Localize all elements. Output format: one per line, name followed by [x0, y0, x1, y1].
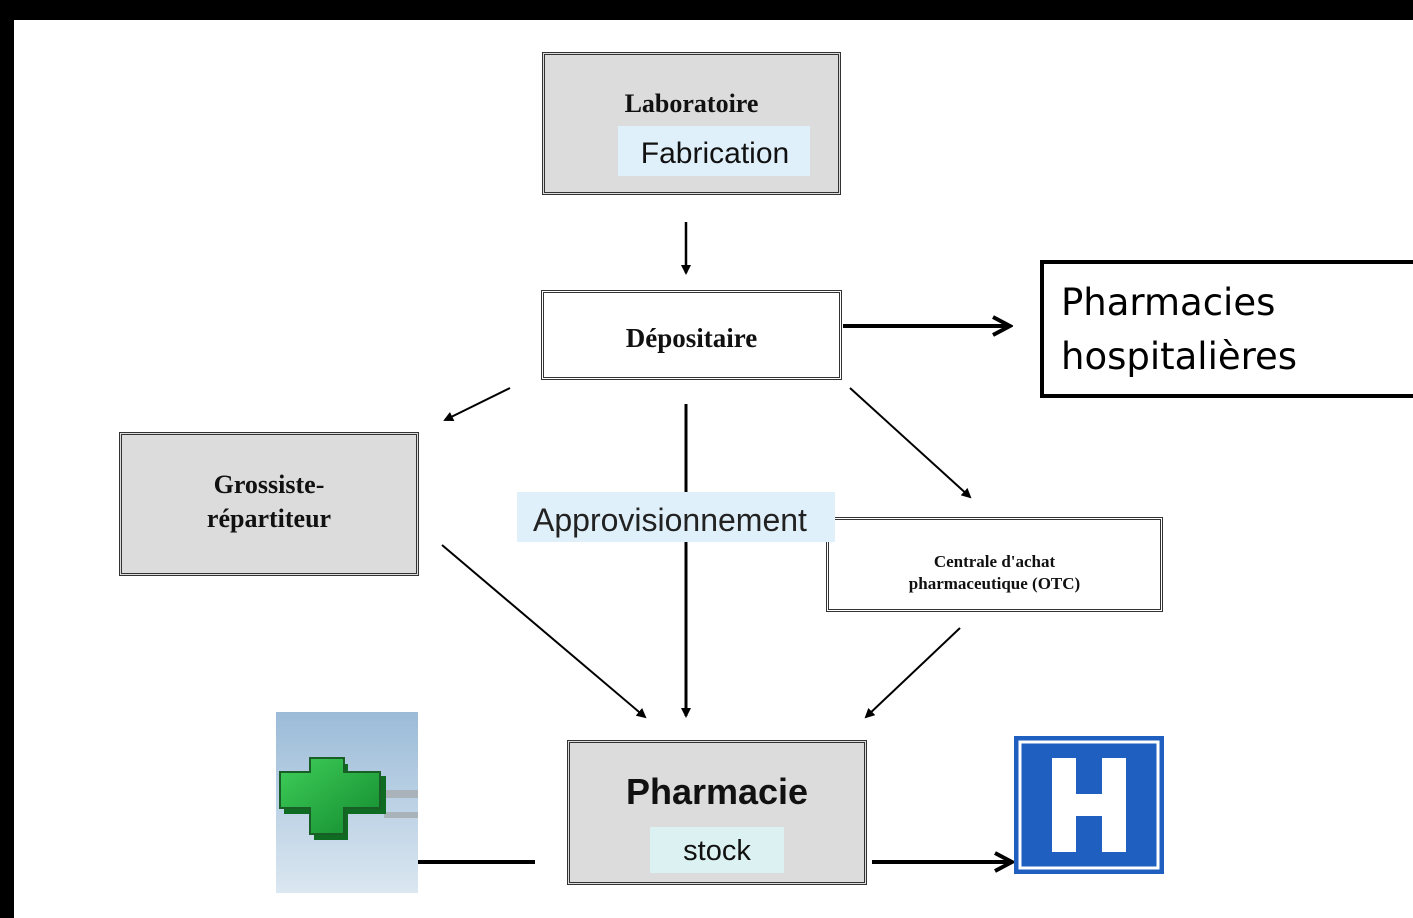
laboratoire-title: Laboratoire	[624, 89, 759, 118]
node-pharmacie: Pharmacie stock	[567, 740, 867, 885]
arrow-grossiste-to-pharmacie	[441, 544, 647, 719]
laboratoire-subtitle-highlight	[618, 126, 810, 176]
pharmacy-cross-icon	[276, 712, 418, 893]
arrow-centrale-to-pharmacie	[864, 627, 961, 719]
pharmacies-hospitalieres-label: Pharmacies hospitalières	[1061, 281, 1298, 378]
node-grossiste-repartiteur: Grossiste- répartiteur	[119, 432, 419, 576]
grossiste-title: Grossiste- répartiteur	[206, 470, 332, 533]
node-centrale-achat: Centrale d'achat pharmaceutique (OTC)	[826, 517, 1163, 612]
arrow-depositaire-to-centrale	[849, 387, 972, 499]
centrale-title: Centrale d'achat pharmaceutique (OTC)	[908, 552, 1081, 593]
node-laboratoire: Laboratoire Fabrication	[542, 52, 841, 195]
hospital-sign-icon	[1014, 736, 1164, 874]
laboratoire-subtitle: Fabrication	[640, 137, 790, 170]
pharmacies-hospitalieres-box	[1040, 260, 1413, 398]
approvisionnement-highlight	[517, 492, 835, 542]
arrow-depositaire-to-grossiste	[443, 387, 511, 421]
depositaire-title: Dépositaire	[625, 323, 758, 353]
pharmacie-title: Pharmacie	[625, 771, 809, 812]
pharmacie-subtitle: stock	[683, 835, 751, 867]
pharmacie-subtitle-highlight	[650, 827, 784, 873]
node-depositaire: Dépositaire	[541, 290, 842, 380]
approvisionnement-label: Approvisionnement	[533, 502, 807, 538]
